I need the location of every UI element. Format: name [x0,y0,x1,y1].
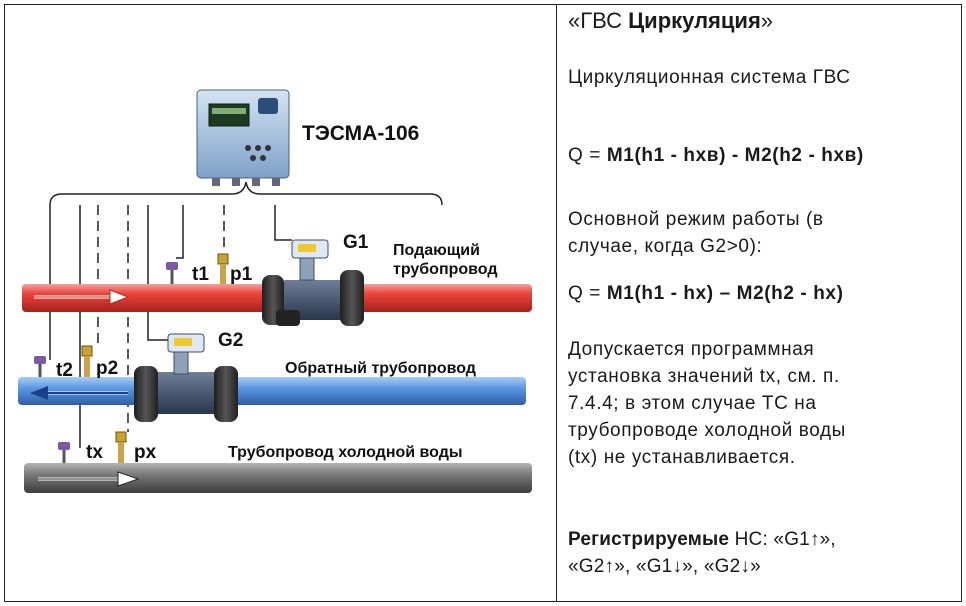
g2-label: G2 [218,330,243,351]
return-pipe [18,377,526,405]
cold-flow-arrow [38,471,140,487]
formula-2-body: M1(h1 - hx) – M2(h2 - hx) [606,283,844,304]
return-flow-arrow [30,386,128,400]
t1-label: t1 [192,264,209,285]
registered-events-first: НС: «G1↑», [729,529,836,550]
p2-label: p2 [96,358,118,379]
circulation-diagram: ТЭСМА-106 G1 [18,89,532,493]
note-line-3: 7.4.4; в этом случае ТС на [568,393,817,414]
t1-sensor [166,262,178,284]
px-label: px [134,442,157,463]
registered-events-line-2: «G2↑», «G1↓», «G2↓» [568,556,761,577]
note-line-5: (tx) не устанавливается. [568,447,796,468]
mode-line-2: случае, когда G2>0): [568,236,763,257]
title-prefix: «ГВС [568,8,629,33]
title-bold: Циркуляция [628,8,761,33]
title-suffix: » [760,8,774,33]
registered-events-line-1: Регистрируемые НС: «G1↑», [568,526,952,553]
flowmeter-g2 [134,333,238,422]
registered-events-heading: Регистрируемые [568,529,730,550]
supply-pipe-label-line1: Подающий [393,242,480,259]
connection-brace [49,181,443,206]
g1-label: G1 [343,232,369,253]
p1-sensor [217,253,229,284]
formula-2-prefix: Q = [568,283,607,304]
cold-pipe-label: Трубопровод холодной воды [228,444,463,461]
panel-title: «ГВС Циркуляция» [568,8,773,34]
formula-1-body: M1(h1 - hхв) - M2(h2 - hхв) [606,145,864,166]
return-pipe-label: Обратный трубопровод [285,360,476,377]
column-divider [556,4,557,602]
p1-label: p1 [230,264,253,285]
supply-pipe-label-line2: трубопровод [393,261,498,278]
panel-subtitle: Циркуляционная система ГВС [568,67,851,88]
signal-lines [49,205,292,448]
cold-water-pipe [24,463,532,493]
device-label: ТЭСМА-106 [302,122,419,145]
t2-sensor [34,356,46,377]
note-line-2: установка значений tx, см. п. [568,366,840,387]
p2-sensor [81,345,93,377]
note-line-4: трубопроводе холодной воды [568,420,846,441]
figure-frame [4,4,962,602]
formula-1: Q = M1(h1 - hхв) - M2(h2 - hхв) [568,142,952,169]
formula-2: Q = M1(h1 - hx) – M2(h2 - hx) [568,280,952,307]
flowmeter-g1 [262,239,364,326]
px-sensor [115,431,127,463]
note-line-1: Допускается программная [568,339,815,360]
formula-1-prefix: Q = [568,145,607,166]
tx-sensor [58,442,70,463]
tesma-device [196,89,290,186]
supply-flow-arrow [34,289,130,305]
mode-line-1: Основной режим работы (в [568,209,824,230]
tx-label: tx [86,442,103,463]
t2-label: t2 [56,360,73,381]
